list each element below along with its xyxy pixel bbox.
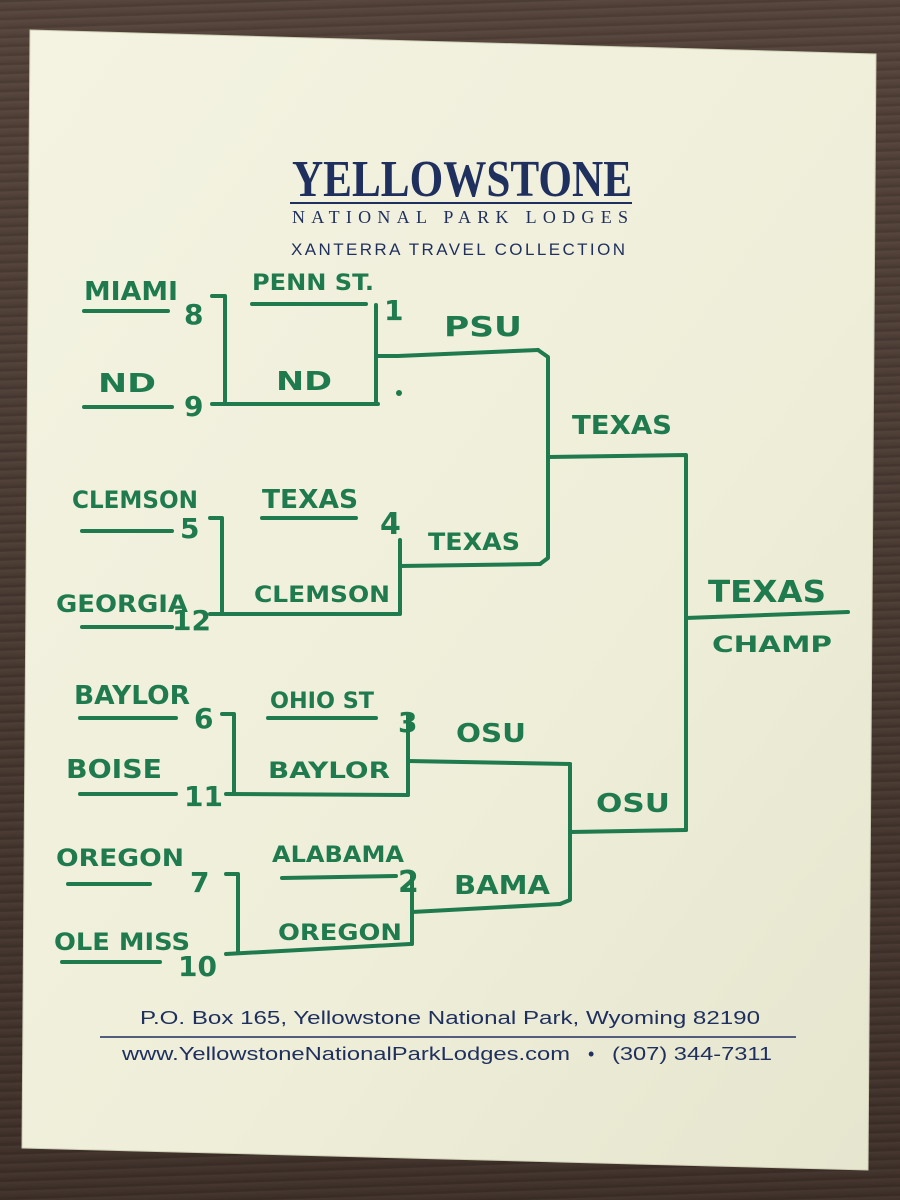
team-label-texas-bye: TEXAS bbox=[262, 485, 358, 515]
seed-label-4: 4 bbox=[380, 507, 401, 542]
winner-label-osu-sf: OSU bbox=[596, 789, 670, 819]
seed-label-1: 1 bbox=[384, 294, 403, 327]
winner-label-bama: BAMA bbox=[454, 871, 550, 901]
champion-label: TEXAS bbox=[708, 575, 826, 610]
winner-label-osu-qf: OSU bbox=[456, 719, 526, 749]
notepad-sheet bbox=[21, 29, 877, 1171]
seed-label-3: 3 bbox=[398, 706, 417, 739]
seed-label-9: 9 bbox=[184, 390, 203, 423]
footer-phone: (307) 344-7311 bbox=[612, 1044, 772, 1064]
team-label-georgia: GEORGIA bbox=[56, 590, 188, 618]
team-label-oregon: OREGON bbox=[56, 844, 184, 872]
team-label-boise: BOISE bbox=[66, 755, 162, 785]
seed-label-10: 10 bbox=[178, 950, 217, 983]
seed-label-5: 5 bbox=[180, 512, 199, 545]
footer-address: P.O. Box 165, Yellowstone National Park,… bbox=[140, 1008, 760, 1028]
letterhead-collection: XANTERRA TRAVEL COLLECTION bbox=[291, 240, 625, 259]
seed-label-8: 8 bbox=[184, 298, 203, 331]
team-label-penn-st: PENN ST. bbox=[252, 271, 374, 296]
team-label-miami: MIAMI bbox=[84, 277, 178, 307]
winner-label-oregon: OREGON bbox=[278, 921, 402, 946]
seed-label-11: 11 bbox=[184, 780, 223, 813]
team-label-clemson: CLEMSON bbox=[72, 486, 198, 514]
letterhead: YELLOWSTONE NATIONAL PARK LODGES XANTERR… bbox=[290, 151, 632, 259]
bracket-lines bbox=[60, 294, 850, 964]
team-label-alabama: ALABAMA bbox=[272, 843, 404, 868]
bracket-labels: MIAMI 8 ND 9 CLEMSON 5 GEORGIA 12 BAYLOR… bbox=[54, 271, 832, 983]
winner-label-nd: ND bbox=[276, 367, 332, 397]
letterhead-title: YELLOWSTONE bbox=[292, 151, 632, 208]
winner-label-clemson: CLEMSON bbox=[254, 583, 390, 608]
winner-label-psu: PSU bbox=[444, 310, 522, 343]
seed-label-2: 2 bbox=[398, 865, 419, 900]
champ-caption: CHAMP bbox=[712, 633, 832, 658]
winner-label-texas-sf: TEXAS bbox=[572, 411, 672, 441]
team-label-nd: ND bbox=[98, 369, 156, 399]
winner-label-texas-qf: TEXAS bbox=[428, 528, 520, 556]
seed-label-6: 6 bbox=[194, 702, 213, 735]
seed-label-12: 12 bbox=[172, 604, 211, 637]
team-label-baylor: BAYLOR bbox=[74, 681, 190, 711]
letterhead-footer: P.O. Box 165, Yellowstone National Park,… bbox=[100, 1008, 796, 1064]
team-label-ole-miss: OLE MISS bbox=[54, 928, 190, 956]
winner-label-baylor: BAYLOR bbox=[268, 759, 390, 784]
team-label-ohio-st: OHIO ST bbox=[270, 689, 374, 714]
footer-website: www.YellowstoneNationalParkLodges.com bbox=[121, 1044, 570, 1064]
seed-label-7: 7 bbox=[190, 866, 209, 899]
ink-dot bbox=[396, 390, 402, 396]
footer-separator: • bbox=[588, 1044, 594, 1064]
